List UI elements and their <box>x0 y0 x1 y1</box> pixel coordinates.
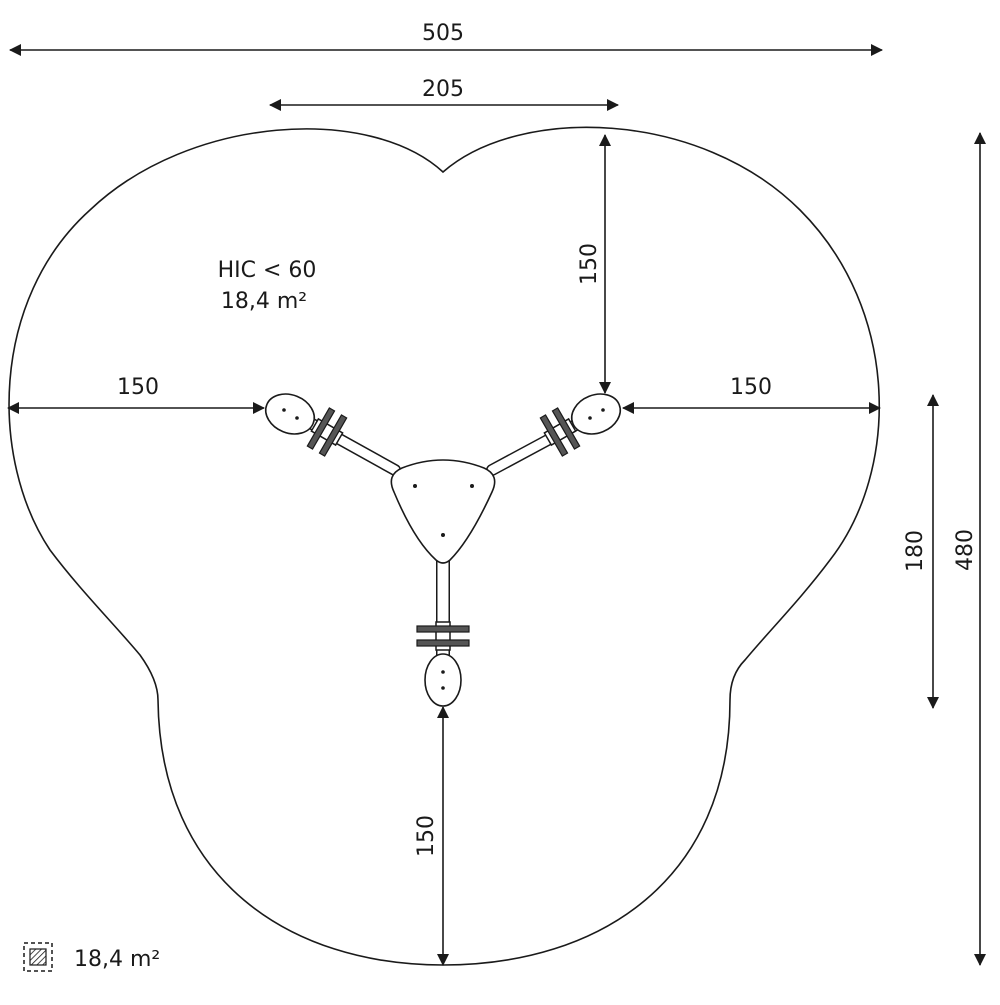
hic-label: HIC < 60 <box>218 258 317 283</box>
legend-label: 18,4 m² <box>74 947 160 972</box>
bottom-handle <box>416 621 470 651</box>
right-seat <box>570 393 622 435</box>
label-bottom-vertical: 150 <box>414 815 439 857</box>
label-top-right-vertical: 150 <box>577 243 602 285</box>
label-left-arm: 150 <box>117 375 159 400</box>
equipment <box>264 393 622 707</box>
label-inner-height: 180 <box>903 530 928 572</box>
label-right-arm: 150 <box>730 375 772 400</box>
label-total-width: 505 <box>422 21 464 46</box>
area-label: 18,4 m² <box>221 289 307 314</box>
label-top-span: 205 <box>422 77 464 102</box>
dimension-lines <box>7 44 986 966</box>
legend: 18,4 m² <box>23 942 160 972</box>
bottom-seat <box>424 653 462 707</box>
left-seat <box>264 393 316 435</box>
left-handle <box>306 407 348 457</box>
central-hub <box>390 459 496 564</box>
right-handle <box>539 407 581 457</box>
hatched-square-icon <box>23 942 53 972</box>
label-total-height: 480 <box>953 529 978 571</box>
